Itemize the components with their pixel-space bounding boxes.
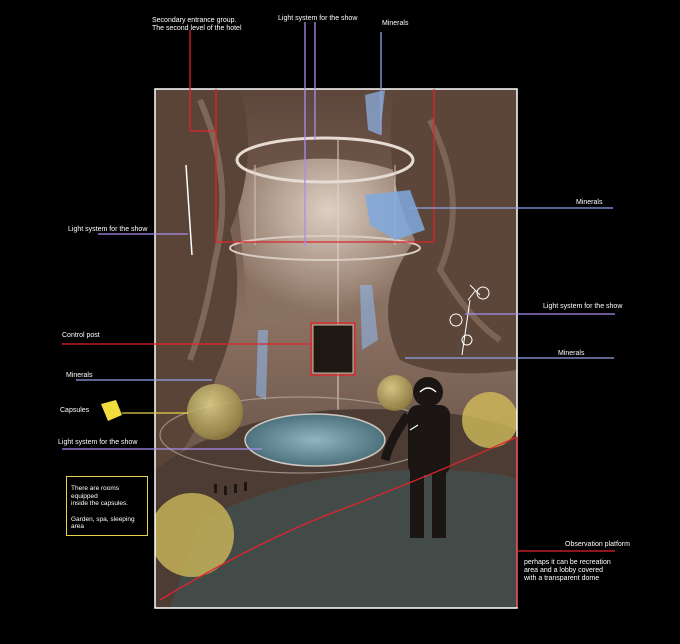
observation-platform-outline xyxy=(159,436,518,601)
label-secondary-entrance: Secondary entrance group. The second lev… xyxy=(152,17,242,32)
label-capsules: Capsules xyxy=(60,407,90,414)
label-minerals-right-mid: Minerals xyxy=(558,350,585,357)
note-line-uses: Garden, spa, sleeping area xyxy=(71,515,135,531)
secondary-entrance-outline xyxy=(215,89,435,243)
label-minerals-left: Minerals xyxy=(66,372,93,379)
note-line-rooms: There are rooms equipped inside the caps… xyxy=(71,485,129,507)
label-control-post: Control post xyxy=(62,332,100,339)
label-minerals-top: Minerals xyxy=(382,20,409,27)
label-light-system-top: Light system for the show xyxy=(278,15,358,22)
render-frame xyxy=(154,88,518,609)
label-light-system-lower-left: Light system for the show xyxy=(58,439,138,446)
label-light-system-left: Light system for the show xyxy=(68,226,148,233)
label-observation-platform: Observation platform xyxy=(565,541,630,548)
label-observation-note: perhaps it can be recreation area and a … xyxy=(524,559,611,582)
label-minerals-right-top: Minerals xyxy=(576,199,603,206)
capsule-left xyxy=(187,384,243,440)
control-post-outline xyxy=(310,322,356,376)
label-light-system-right: Light system for the show xyxy=(543,303,623,310)
light-rig-sketch xyxy=(449,284,490,356)
astronaut-figure xyxy=(380,377,450,538)
capsules-icon xyxy=(101,400,122,421)
capsule-rooms-note: There are rooms equipped inside the caps… xyxy=(66,476,148,536)
cave-render xyxy=(155,89,517,608)
capsule-bottom xyxy=(155,493,234,577)
minerals-top-shape xyxy=(365,190,425,240)
